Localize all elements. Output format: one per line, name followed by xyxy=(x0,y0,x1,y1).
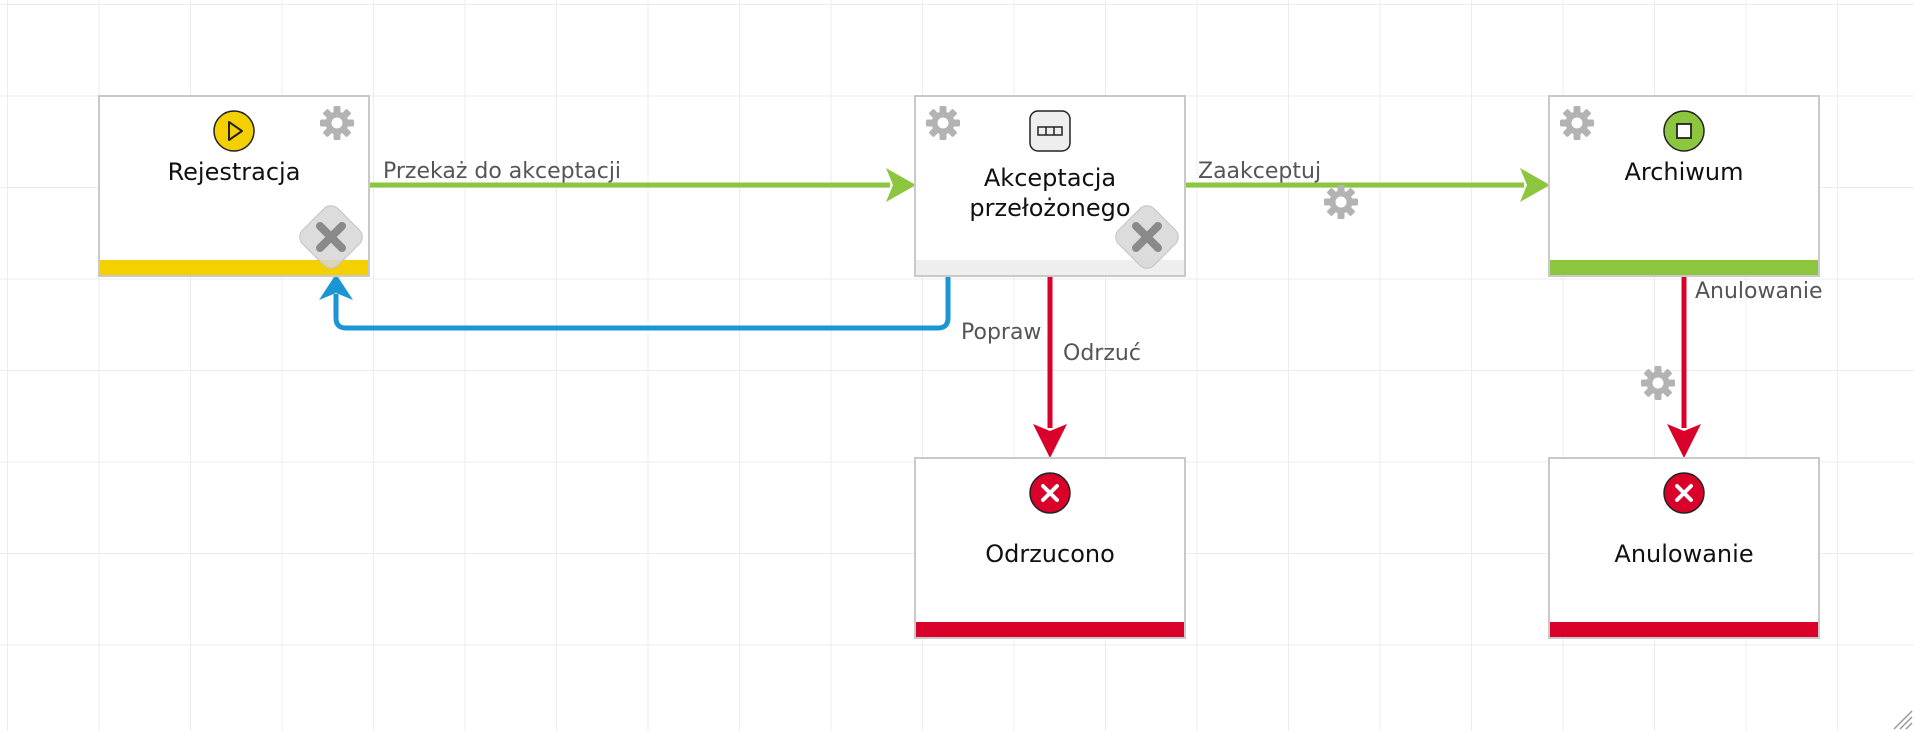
node-title: Anulowanie xyxy=(1614,540,1754,568)
start-status-bar xyxy=(100,260,368,275)
transition-anulowanie-arrow[interactable] xyxy=(1667,277,1701,458)
task-status-bar xyxy=(916,260,1184,275)
node-title-line-1: Akceptacja xyxy=(983,164,1117,192)
resize-handle-icon[interactable] xyxy=(1892,708,1914,731)
transition-przekaz-label[interactable]: Przekaż do akceptacji xyxy=(383,159,622,184)
delete-node-rejestracja-button[interactable] xyxy=(287,193,375,281)
node-archiwum[interactable]: Archiwum xyxy=(1548,95,1820,277)
node-title: Rejestracja xyxy=(167,158,301,186)
transition-odrzuc-arrow[interactable] xyxy=(1033,277,1067,458)
node-anulowanie[interactable]: Anulowanie xyxy=(1548,457,1820,639)
end-bad-status-bar xyxy=(1550,622,1818,637)
node-title: Odrzucono xyxy=(985,540,1115,568)
transition-przekaz-arrow[interactable] xyxy=(369,168,916,202)
node-title-line-2: przełożonego xyxy=(969,194,1131,222)
delete-node-akceptacja-button[interactable] xyxy=(1103,193,1191,281)
transition-odrzuc-label[interactable]: Odrzuć xyxy=(1063,341,1141,366)
play-icon xyxy=(213,110,255,152)
node-akceptacja-przelozonego[interactable]: Akceptacja przełożonego xyxy=(914,95,1186,277)
transition-popraw-label[interactable]: Popraw xyxy=(961,320,1042,345)
transition-anulowanie-gear-icon[interactable] xyxy=(1640,365,1676,401)
gear-icon[interactable] xyxy=(925,105,961,141)
task-icon xyxy=(1029,110,1071,152)
stop-icon xyxy=(1663,110,1705,152)
cancel-icon xyxy=(1663,472,1705,514)
node-odrzucono[interactable]: Odrzucono xyxy=(914,457,1186,639)
transition-popraw-arrow[interactable] xyxy=(319,274,951,331)
transition-zaakceptuj-gear-icon[interactable] xyxy=(1323,184,1359,220)
cancel-icon xyxy=(1029,472,1071,514)
gear-icon[interactable] xyxy=(319,105,355,141)
transition-anulowanie-label[interactable]: Anulowanie xyxy=(1695,279,1823,304)
transition-zaakceptuj-label[interactable]: Zaakceptuj xyxy=(1198,159,1322,184)
end-ok-status-bar xyxy=(1550,260,1818,275)
transition-zaakceptuj-arrow[interactable] xyxy=(1184,168,1550,202)
node-title: Archiwum xyxy=(1624,158,1744,186)
gear-icon[interactable] xyxy=(1559,105,1595,141)
end-bad-status-bar xyxy=(916,622,1184,637)
